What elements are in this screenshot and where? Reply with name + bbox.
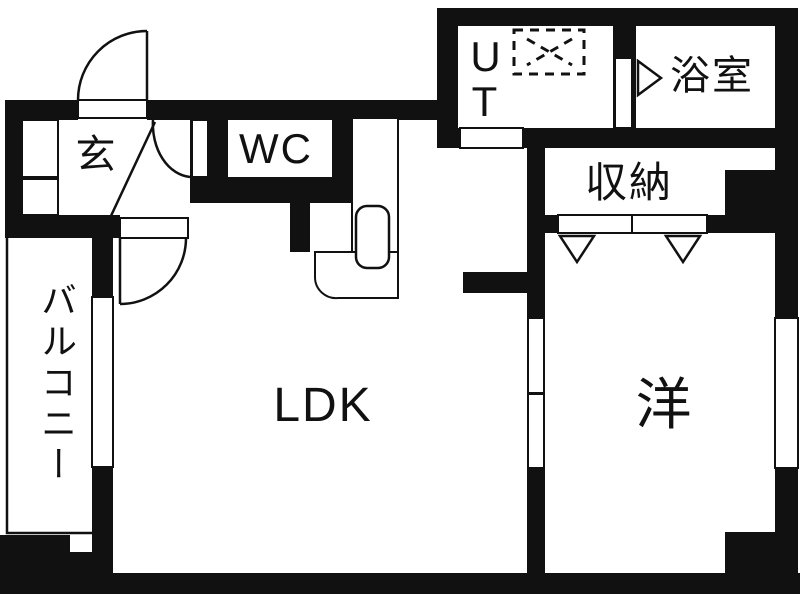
wall-western-west-upper — [527, 148, 545, 318]
wall-entrance-bottom — [5, 215, 120, 238]
washing-machine-pan — [512, 28, 586, 76]
room-label-storage: 収納 — [584, 159, 674, 206]
wall-top-right-block — [437, 8, 798, 26]
sliding-door-panel-1 — [527, 317, 545, 394]
window-balcony — [91, 296, 114, 468]
bath-door-marker — [636, 58, 664, 98]
room-label-ut-line1: U — [470, 33, 502, 80]
wall-left-outer — [5, 100, 22, 233]
washer-x-1 — [526, 37, 573, 67]
front-door-arc — [76, 29, 148, 101]
wall-top-main — [147, 100, 437, 120]
entrance-cabinet-upper — [21, 119, 59, 178]
wall-ldk-west-upper — [92, 238, 113, 297]
door-swings — [76, 29, 191, 306]
wall-storage-bottom-left — [545, 215, 558, 233]
storage-door-sill-right — [631, 214, 708, 234]
washer-box — [512, 28, 586, 76]
storage-door-sill-left — [557, 214, 633, 234]
wall-western-west-lower — [527, 468, 545, 573]
balcony-outline — [5, 238, 92, 535]
kitchen-sink — [354, 204, 391, 270]
entrance-cabinet-lower — [21, 178, 59, 216]
wall-ldk-stub — [463, 272, 527, 293]
wall-ut-bath-bottom — [523, 128, 775, 148]
room-label-ut-line2: T — [471, 78, 499, 125]
window-western-room — [774, 317, 799, 469]
room-label-entrance: 玄 — [75, 133, 117, 177]
sliding-door-panel-2 — [527, 393, 545, 469]
washer-x-2 — [526, 37, 573, 67]
walls — [0, 8, 800, 594]
kitchen — [313, 117, 399, 300]
wall-bottom — [0, 573, 800, 594]
wall-right-upper — [775, 8, 798, 318]
wall-corridor-stub — [290, 203, 310, 252]
room-label-wc: WC — [239, 125, 313, 172]
room-label-ldk: LDK — [273, 379, 373, 432]
openings — [21, 57, 799, 469]
wall-wc-bottom — [190, 177, 352, 203]
door-markers — [557, 58, 703, 265]
room-label-bath: 浴室 — [670, 54, 754, 98]
hall-door-panel — [191, 119, 209, 178]
bath-door-gap — [614, 57, 633, 129]
wall-bottom-right-step — [725, 532, 798, 573]
room-label-western: 洋 — [635, 373, 693, 436]
ldk-door-sill — [119, 217, 189, 239]
storage-door-marker-left — [557, 234, 597, 265]
entrance-step-line — [108, 121, 157, 219]
wall-storage-bottom-right — [707, 215, 775, 233]
hall-door-arc — [151, 119, 191, 179]
wall-ut-left — [437, 8, 458, 148]
storage-door-marker-right — [663, 234, 703, 265]
wall-ut-bottom-left — [437, 128, 460, 148]
wall-ldk-west-lower — [92, 467, 113, 573]
room-label-balcony: バルコニー — [36, 281, 77, 487]
front-door-sill — [77, 99, 148, 119]
wall-top-left — [5, 100, 78, 120]
wall-bottom-left-step — [0, 535, 70, 573]
wall-storage-right-step — [725, 170, 775, 215]
ldk-door-arc — [119, 237, 188, 306]
ut-door-sill — [459, 127, 524, 149]
